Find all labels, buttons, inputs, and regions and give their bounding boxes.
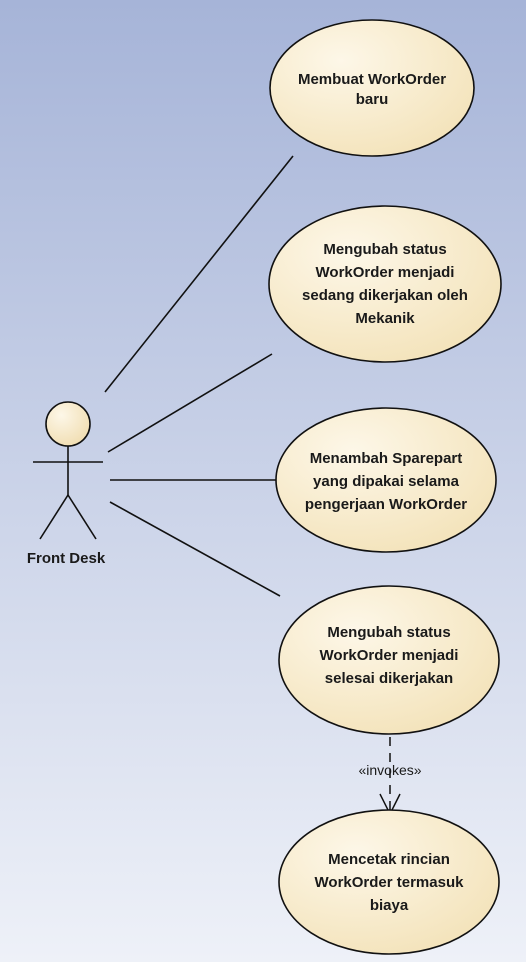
use-case-status-in-progress[interactable]: Mengubah status WorkOrder menjadi sedang…	[268, 205, 502, 363]
actor-head	[45, 401, 91, 447]
use-case-label-line: biaya	[370, 897, 409, 914]
actor-label: Front Desk	[27, 550, 106, 567]
use-case-label-line: Membuat WorkOrder	[298, 71, 446, 88]
actor-left-leg	[39, 494, 69, 540]
association-uc2	[107, 353, 273, 453]
use-case-label-line: pengerjaan WorkOrder	[305, 496, 467, 513]
use-case-add-sparepart[interactable]: Menambah Sparepart yang dipakai selama p…	[275, 407, 497, 553]
use-case-label-line: Mekanik	[355, 310, 415, 327]
use-case-label-line: Mengubah status	[323, 241, 446, 258]
use-case-label-line: Mencetak rincian	[328, 851, 450, 868]
association-uc1	[104, 155, 294, 393]
dependency-stereotype: «invokes»	[358, 762, 421, 778]
association-uc4	[109, 501, 281, 597]
actor-right-leg	[67, 494, 97, 540]
use-case-label-line: WorkOrder termasuk	[315, 874, 465, 891]
use-case-print-details[interactable]: Mencetak rincian WorkOrder termasuk biay…	[278, 809, 500, 955]
use-case-label-line: yang dipakai selama	[313, 473, 460, 490]
use-case-label-line: selesai dikerjakan	[325, 670, 453, 687]
use-case-label-line: Menambah Sparepart	[310, 450, 463, 467]
use-case-label-line: sedang dikerjakan oleh	[302, 287, 468, 304]
use-case-label-line: WorkOrder menjadi	[320, 647, 459, 664]
use-case-label-line: WorkOrder menjadi	[316, 264, 455, 281]
use-case-create-workorder[interactable]: Membuat WorkOrder baru	[269, 19, 475, 157]
use-case-label-line: baru	[356, 91, 389, 108]
use-case-status-finished[interactable]: Mengubah status WorkOrder menjadi selesa…	[278, 585, 500, 735]
use-case-label-line: Mengubah status	[327, 624, 450, 641]
actor-front-desk[interactable]: Front Desk	[27, 401, 106, 567]
